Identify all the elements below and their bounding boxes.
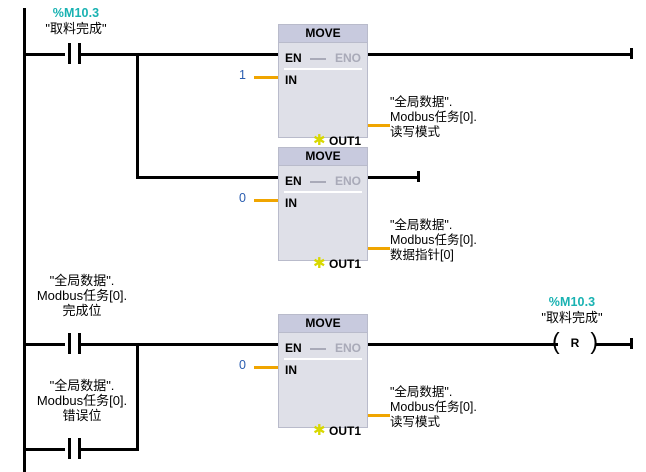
move-block-2-separator bbox=[284, 191, 362, 193]
move-block-1-body: EN ENO IN ✱ OUT1 bbox=[279, 43, 367, 155]
contact-done-bit-label: "全局数据". Modbus任务[0]. 完成位 bbox=[16, 273, 148, 318]
move-block-3-out-operand-line2: Modbus任务[0]. bbox=[390, 400, 477, 414]
contact-error-bit-label: "全局数据". Modbus任务[0]. 错误位 bbox=[16, 378, 148, 423]
rung2-branch-vertical bbox=[136, 343, 139, 451]
move-block-3-out-stub bbox=[368, 414, 390, 417]
contact-done-bit-line2: Modbus任务[0]. bbox=[36, 288, 128, 303]
move-block-3-out-label: OUT1 bbox=[328, 424, 361, 438]
rung2-wire-branch-lower bbox=[78, 448, 139, 451]
move-block-2-en-row: EN ENO bbox=[279, 173, 367, 189]
move-block-3-separator bbox=[284, 358, 362, 360]
coil-m103-symbol: "取料完成" bbox=[541, 310, 603, 325]
move-block-1-out-operand-line3: 读写模式 bbox=[390, 125, 441, 139]
rung1-move2-eno-wire bbox=[368, 176, 420, 179]
move-block-2-out-operand-line3: 数据指针[0] bbox=[390, 248, 454, 262]
move-block-1-in-label: IN bbox=[285, 73, 297, 87]
en-eno-connector-icon bbox=[310, 58, 326, 60]
rung1-branch-vertical bbox=[136, 53, 139, 178]
move-block-1-out-operand-line1: "全局数据". bbox=[390, 95, 453, 109]
move-block-1-in-value[interactable]: 1 bbox=[239, 68, 246, 82]
contact-bar-left bbox=[68, 43, 71, 64]
move-block-3-out-row: ✱ OUT1 bbox=[313, 423, 361, 438]
move-block-2-eno-label: ENO bbox=[334, 174, 361, 188]
contact-m103-label: %M10.3 "取料完成" bbox=[16, 6, 136, 36]
move-block-2-body: EN ENO IN ✱ OUT1 bbox=[279, 166, 367, 278]
rung1-wire-to-move2 bbox=[136, 176, 278, 179]
power-rail bbox=[23, 8, 26, 472]
coil-letter: R bbox=[570, 336, 580, 350]
rung2-wire-to-move3 bbox=[78, 343, 278, 346]
move-block-3-eno-label: ENO bbox=[334, 341, 361, 355]
move-block-1-separator bbox=[284, 68, 362, 70]
move-block-2-in-label: IN bbox=[285, 196, 297, 210]
move-block-2-out-label: OUT1 bbox=[328, 257, 361, 271]
rung1-wire-eno-right bbox=[368, 53, 633, 56]
move-block-1-out-operand[interactable]: "全局数据". Modbus任务[0]. 读写模式 bbox=[390, 95, 477, 140]
rung1-terminal-tick bbox=[630, 48, 633, 59]
move-block-2-out-operand-line2: Modbus任务[0]. bbox=[390, 233, 477, 247]
move-block-1-en-label: EN bbox=[285, 51, 302, 65]
rung2-wire-left-lower bbox=[23, 448, 65, 451]
coil-m103-label: %M10.3 "取料完成" bbox=[512, 295, 632, 325]
coil-m103-address: %M10.3 bbox=[548, 295, 596, 309]
en-eno-connector-icon bbox=[310, 181, 326, 183]
rung1-wire-left bbox=[23, 53, 65, 56]
contact-error-bit-line2: Modbus任务[0]. bbox=[36, 393, 128, 408]
move-block-3-en-row: EN ENO bbox=[279, 340, 367, 356]
move-block-1-out-label: OUT1 bbox=[328, 134, 361, 148]
move-block-1-out-row: ✱ OUT1 bbox=[313, 133, 361, 148]
asterisk-icon: ✱ bbox=[312, 422, 326, 439]
rung2-wire-left-upper bbox=[23, 343, 65, 346]
move-block-1-title: MOVE bbox=[279, 25, 367, 43]
move-block-3-en-label: EN bbox=[285, 341, 302, 355]
move-block-2-in-stub bbox=[254, 199, 278, 202]
move-block-3-in-stub bbox=[254, 366, 278, 369]
move-block-1-in-stub bbox=[254, 76, 278, 79]
move-block-3-out-operand-line3: 读写模式 bbox=[390, 415, 441, 429]
contact-m103-address: %M10.3 bbox=[52, 6, 100, 20]
rung2-wire-after-coil bbox=[596, 343, 633, 346]
move-block-2-out-stub bbox=[368, 247, 390, 250]
rung1-move2-terminal-tick bbox=[417, 171, 420, 182]
move-block-3-out-operand[interactable]: "全局数据". Modbus任务[0]. 读写模式 bbox=[390, 385, 477, 430]
asterisk-icon: ✱ bbox=[312, 255, 326, 272]
rung2-terminal-tick bbox=[630, 338, 633, 349]
move-block-1-en-row: EN ENO bbox=[279, 50, 367, 66]
move-block-2-out-operand-line1: "全局数据". bbox=[390, 218, 453, 232]
move-block-1-out-operand-line2: Modbus任务[0]. bbox=[390, 110, 477, 124]
contact-done-bit-line1: "全局数据". bbox=[49, 273, 115, 288]
coil-paren-right: ) bbox=[590, 328, 598, 354]
move-block-2[interactable]: MOVE EN ENO IN ✱ OUT1 bbox=[278, 147, 368, 271]
move-block-2-title: MOVE bbox=[279, 148, 367, 166]
contact-m103-symbol: "取料完成" bbox=[45, 21, 107, 36]
contact-done-bit-line3: 完成位 bbox=[62, 303, 102, 318]
rung2-wire-eno-to-coil bbox=[368, 343, 558, 346]
move-block-3-out-operand-line1: "全局数据". bbox=[390, 385, 453, 399]
move-block-2-out-operand[interactable]: "全局数据". Modbus任务[0]. 数据指针[0] bbox=[390, 218, 477, 263]
en-eno-connector-icon bbox=[310, 348, 326, 350]
rung1-wire-to-move1 bbox=[78, 53, 278, 56]
contact-error-bit-line1: "全局数据". bbox=[49, 378, 115, 393]
asterisk-icon: ✱ bbox=[312, 132, 326, 149]
move-block-1[interactable]: MOVE EN ENO IN ✱ OUT1 bbox=[278, 24, 368, 148]
move-block-2-in-value[interactable]: 0 bbox=[239, 191, 246, 205]
move-block-1-eno-label: ENO bbox=[334, 51, 361, 65]
move-block-3-in-value[interactable]: 0 bbox=[239, 358, 246, 372]
move-block-3-in-label: IN bbox=[285, 363, 297, 377]
move-block-1-out-stub bbox=[368, 124, 390, 127]
move-block-3-title: MOVE bbox=[279, 315, 367, 333]
contact-bar-left bbox=[68, 438, 71, 459]
move-block-3-body: EN ENO IN ✱ OUT1 bbox=[279, 333, 367, 445]
contact-error-bit-line3: 错误位 bbox=[62, 408, 102, 423]
coil-reset-m103[interactable]: ( R ) bbox=[552, 328, 598, 356]
coil-paren-left: ( bbox=[552, 328, 560, 354]
contact-bar-left bbox=[68, 333, 71, 354]
move-block-2-out-row: ✱ OUT1 bbox=[313, 256, 361, 271]
move-block-3[interactable]: MOVE EN ENO IN ✱ OUT1 bbox=[278, 314, 368, 438]
move-block-2-en-label: EN bbox=[285, 174, 302, 188]
